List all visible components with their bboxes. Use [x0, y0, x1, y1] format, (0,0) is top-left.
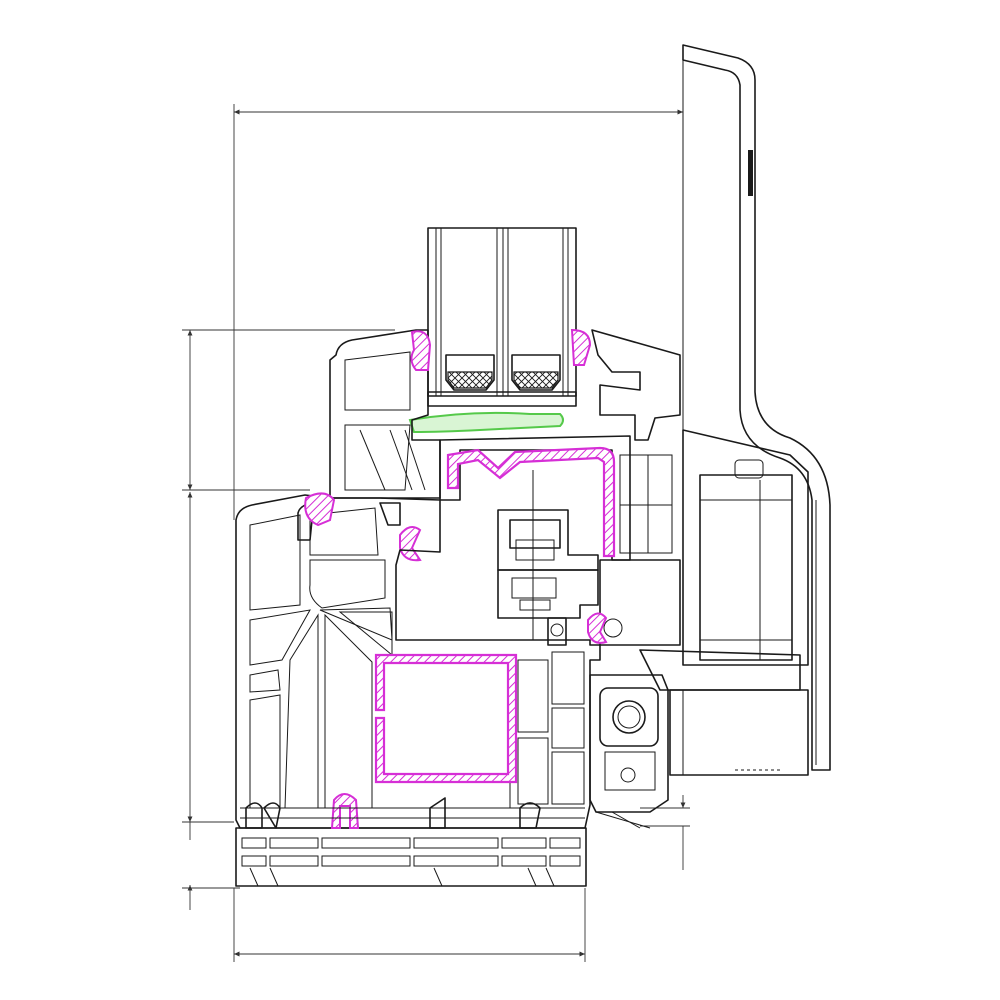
spacer-left — [445, 354, 495, 391]
roller-block — [639, 429, 809, 776]
base-profile — [235, 793, 587, 887]
dimension-80 — [182, 492, 234, 823]
frame-steel-reinforcement — [374, 653, 518, 784]
glazing-unit — [427, 227, 577, 407]
exterior-bead — [589, 674, 669, 829]
glazing-seal-green — [408, 411, 564, 434]
sash-inner-gasket — [410, 330, 432, 371]
spacer-right — [511, 354, 561, 391]
sash-outer-gasket — [570, 328, 592, 366]
frame-inner-gasket — [304, 492, 336, 527]
dimension-15 — [182, 822, 240, 910]
hardware-fitting — [497, 470, 599, 646]
dimension-85 — [233, 888, 586, 962]
window-handle — [682, 44, 831, 771]
sash-steel-reinforcement — [446, 446, 616, 558]
dimension-109 — [233, 104, 683, 520]
desiccant-left — [447, 371, 493, 389]
base-gasket — [330, 793, 360, 829]
sash-profile — [329, 329, 681, 646]
frame-outer-gasket — [587, 612, 608, 644]
dimension-39 — [182, 329, 395, 491]
desiccant-right — [513, 371, 559, 389]
dimension-4 — [640, 795, 690, 870]
sash-lower-gasket — [399, 525, 422, 562]
